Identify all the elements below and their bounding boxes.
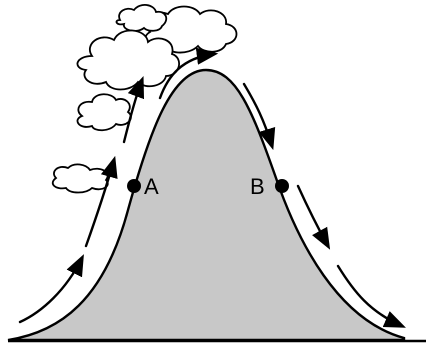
cloud-bottom xyxy=(51,163,109,194)
point-b-marker xyxy=(275,179,289,193)
point-a-label: A xyxy=(144,174,159,199)
arrow-leeward-3 xyxy=(336,264,406,328)
cloud-top-small xyxy=(115,4,168,32)
cloud-group xyxy=(51,4,238,194)
cloud-middle xyxy=(76,93,132,132)
arrow-leeward-1 xyxy=(242,82,276,151)
point-b-label: B xyxy=(250,174,265,199)
arrow-summit xyxy=(158,47,219,100)
arrow-leeward-2 xyxy=(296,184,331,250)
point-a-marker xyxy=(127,179,141,193)
arrow-windward-3 xyxy=(122,75,145,144)
mountain xyxy=(7,68,406,342)
airflow-arrows xyxy=(18,47,406,328)
arrow-windward-1 xyxy=(18,254,84,324)
arrow-windward-2 xyxy=(84,155,118,248)
cloud-large xyxy=(76,29,180,91)
